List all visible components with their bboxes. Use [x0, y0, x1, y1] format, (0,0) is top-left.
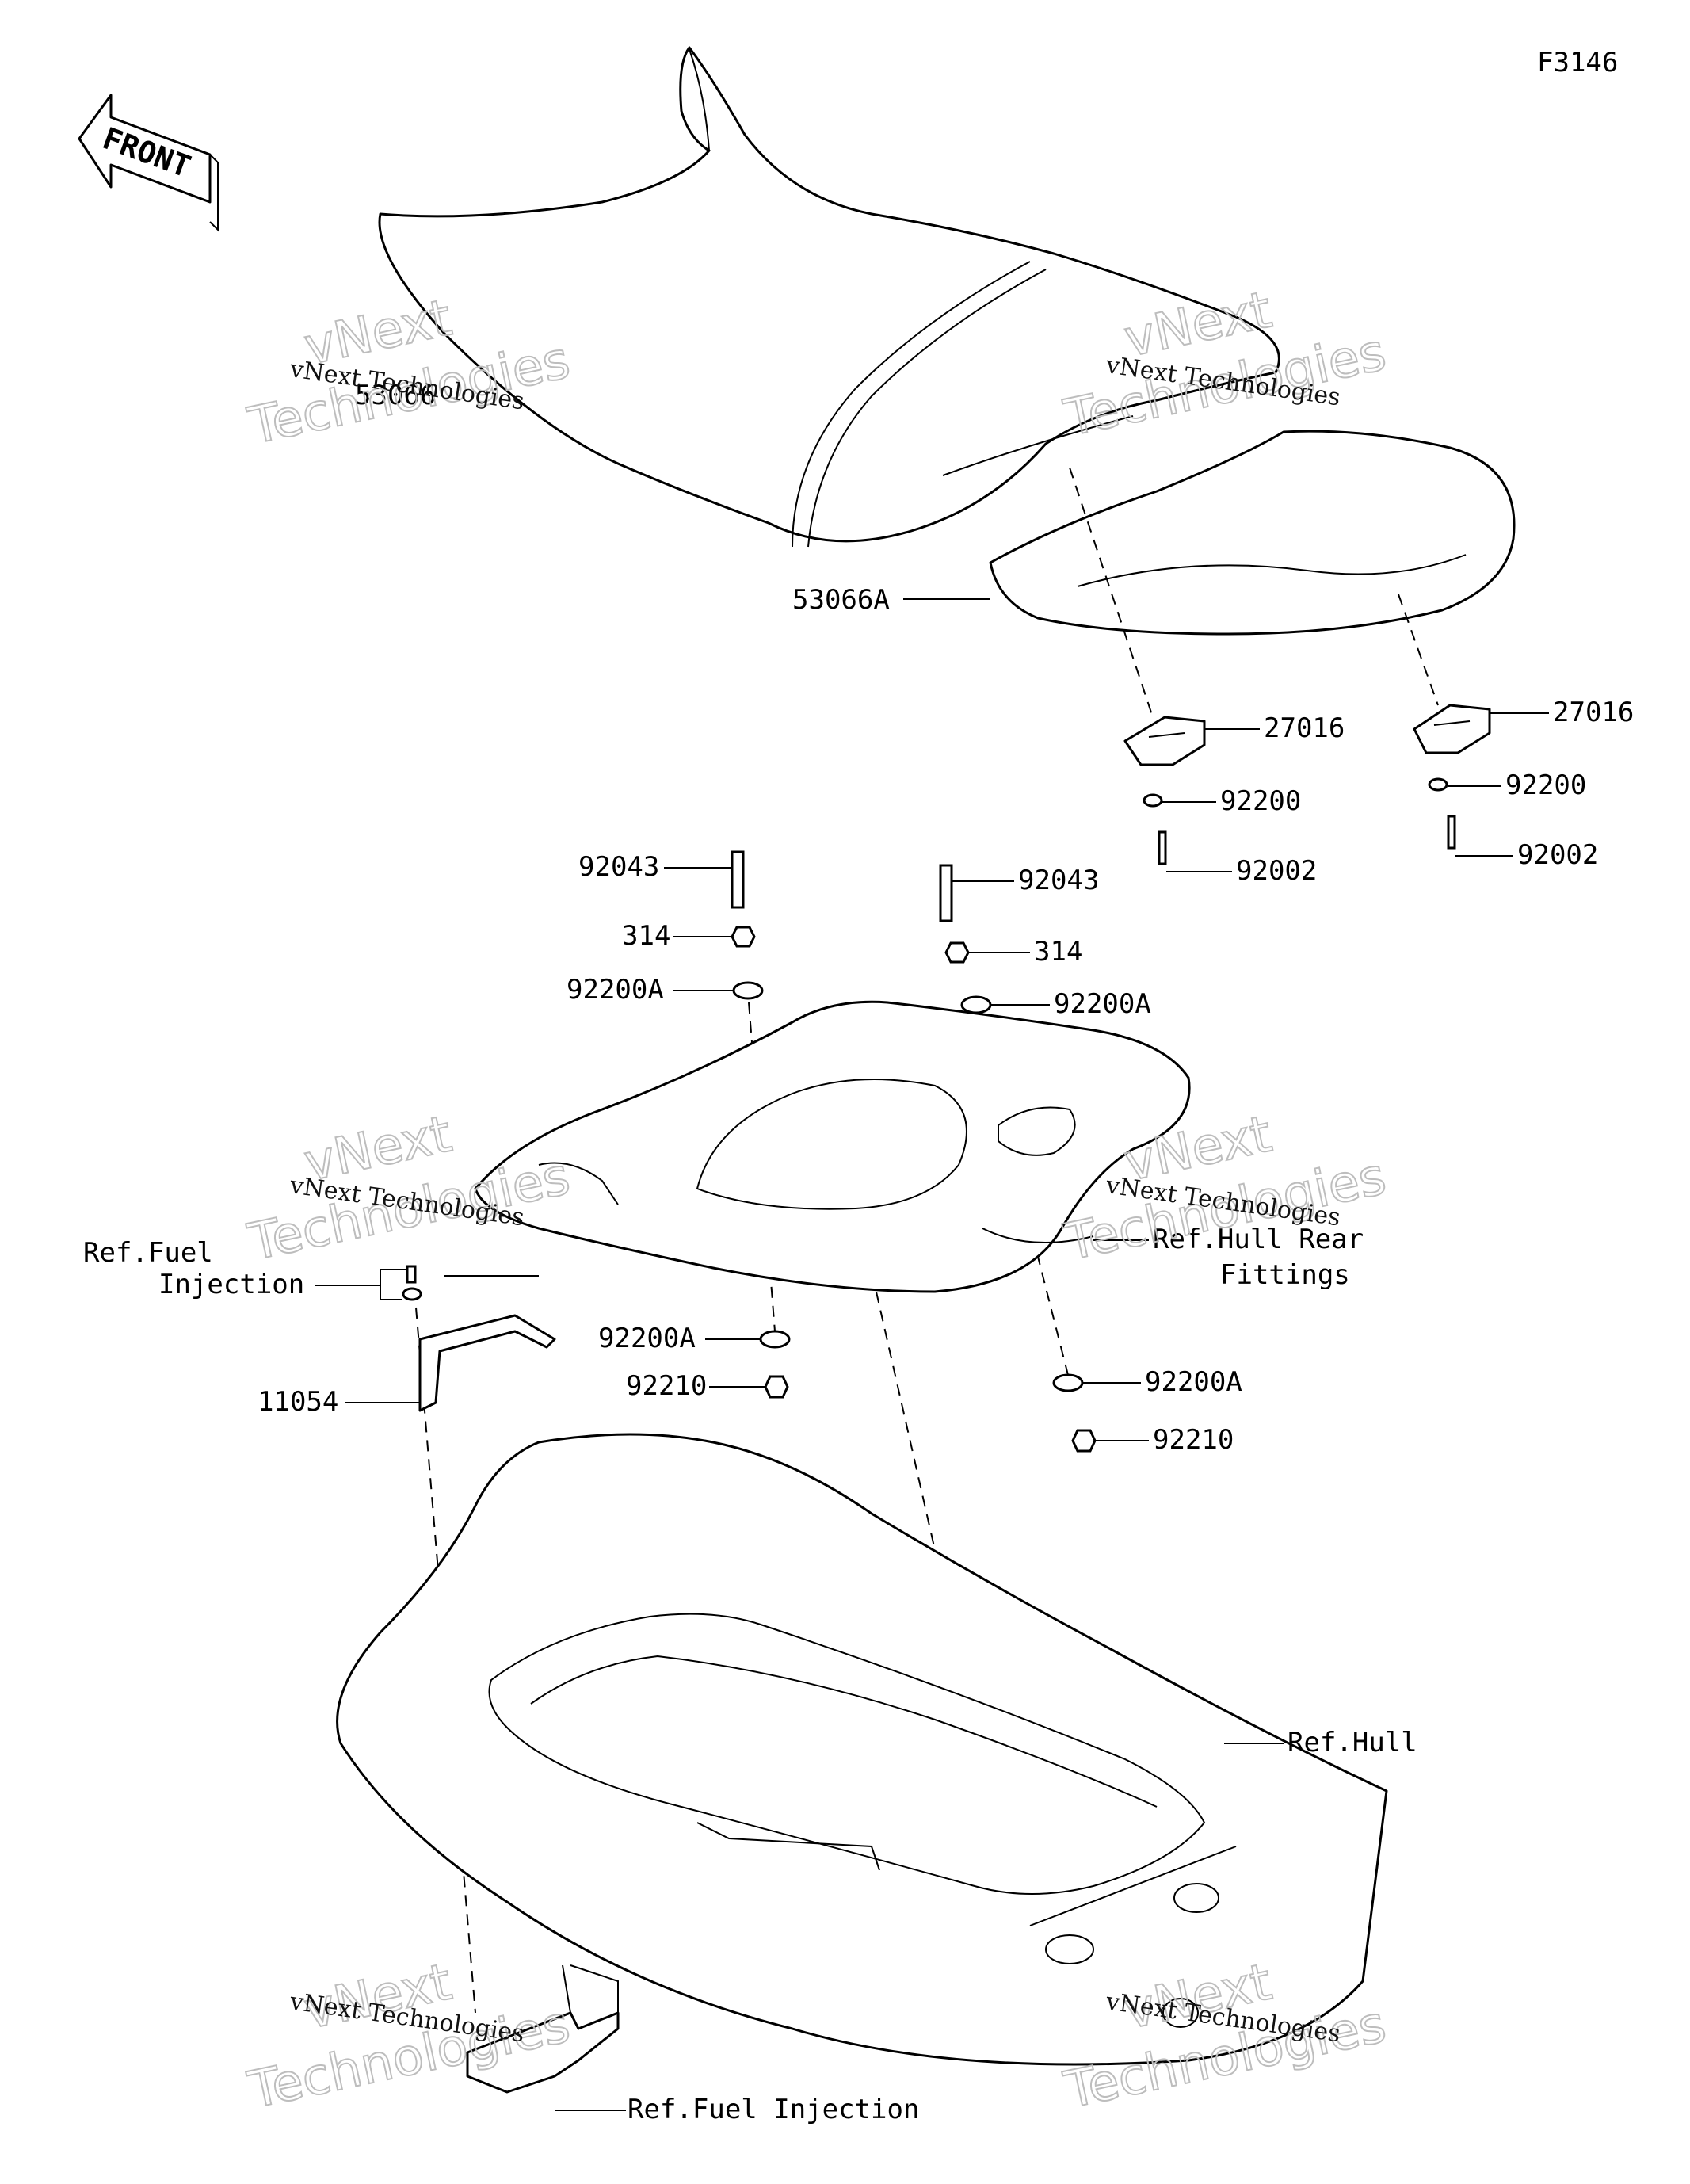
nut-right-icon — [944, 941, 970, 964]
watermark-bottom-left: vNext Technologies vNext Technologies — [242, 1952, 576, 2121]
lower-bracket — [466, 1964, 620, 2094]
fuel-injection-washer-icon — [402, 1287, 422, 1301]
front-arrow-icon: FRONT — [78, 94, 219, 232]
ref-fuel-injection-top-line1: Ref.Fuel — [83, 1237, 213, 1269]
watermark-mid-left: vNext Technologies vNext Technologies — [242, 1104, 576, 1273]
ref-fuel-injection-top-line2: Injection — [158, 1269, 304, 1300]
stud-right-icon — [939, 864, 953, 922]
ref-hull-rear-line2: Fittings — [1220, 1259, 1350, 1291]
label-nut-left: 314 — [622, 920, 670, 952]
washer-a-lower-left-icon — [759, 1330, 791, 1349]
label-bolt-right: 92002 — [1517, 839, 1598, 871]
label-washer-a-upper-left: 92200A — [567, 974, 664, 1006]
label-washer-left: 92200 — [1220, 785, 1301, 817]
washer-a-lower-right-icon — [1052, 1373, 1084, 1392]
label-washer-a-lower-right: 92200A — [1145, 1366, 1242, 1398]
label-bracket-left: 27016 — [1264, 712, 1345, 744]
front-seat — [378, 46, 1280, 548]
nut-lower-left-icon — [764, 1375, 789, 1399]
nut-left-icon — [731, 926, 756, 948]
hull — [336, 1433, 1388, 2066]
bolt-right-icon — [1447, 815, 1456, 850]
leader-lines — [315, 598, 1549, 2111]
label-nut-right: 314 — [1034, 936, 1082, 968]
ref-hull: Ref.Hull — [1288, 1727, 1417, 1758]
washer-a-upper-left-icon — [732, 981, 764, 1000]
hardware — [402, 777, 1456, 1453]
label-stud-right: 92043 — [1018, 865, 1099, 896]
ref-hull-rear-line1: Ref.Hull Rear — [1153, 1224, 1364, 1255]
washer-right-icon — [1428, 777, 1448, 792]
washer-a-upper-right-icon — [960, 995, 992, 1014]
label-nut-lower-left: 92210 — [626, 1370, 707, 1402]
nut-lower-right-icon — [1071, 1429, 1097, 1453]
rear-seat — [989, 430, 1516, 636]
bolt-left-icon — [1158, 830, 1167, 865]
fuel-injection-bolt-icon — [406, 1265, 417, 1284]
label-stud-left: 92043 — [578, 851, 659, 883]
washer-left-icon — [1143, 793, 1163, 808]
figure-code: F3146 — [1537, 47, 1618, 78]
ref-fuel-injection-bottom: Ref.Fuel Injection — [628, 2094, 919, 2125]
bracket-left-icon — [1123, 716, 1206, 766]
label-bolt-left: 92002 — [1236, 855, 1317, 887]
label-washer-a-upper-right: 92200A — [1054, 988, 1151, 1020]
label-bracket-right: 27016 — [1553, 697, 1634, 728]
stay-bracket — [418, 1275, 556, 1412]
seat-frame — [474, 1000, 1191, 1293]
label-washer-a-lower-left: 92200A — [598, 1323, 696, 1354]
label-stay: 11054 — [258, 1386, 338, 1418]
stud-left-icon — [731, 850, 745, 909]
bracket-right-icon — [1413, 704, 1491, 754]
label-nut-lower-right: 92210 — [1153, 1424, 1234, 1456]
label-washer-right: 92200 — [1505, 769, 1586, 801]
label-front-seat: 53066 — [355, 380, 436, 411]
label-rear-seat: 53066A — [792, 584, 890, 616]
